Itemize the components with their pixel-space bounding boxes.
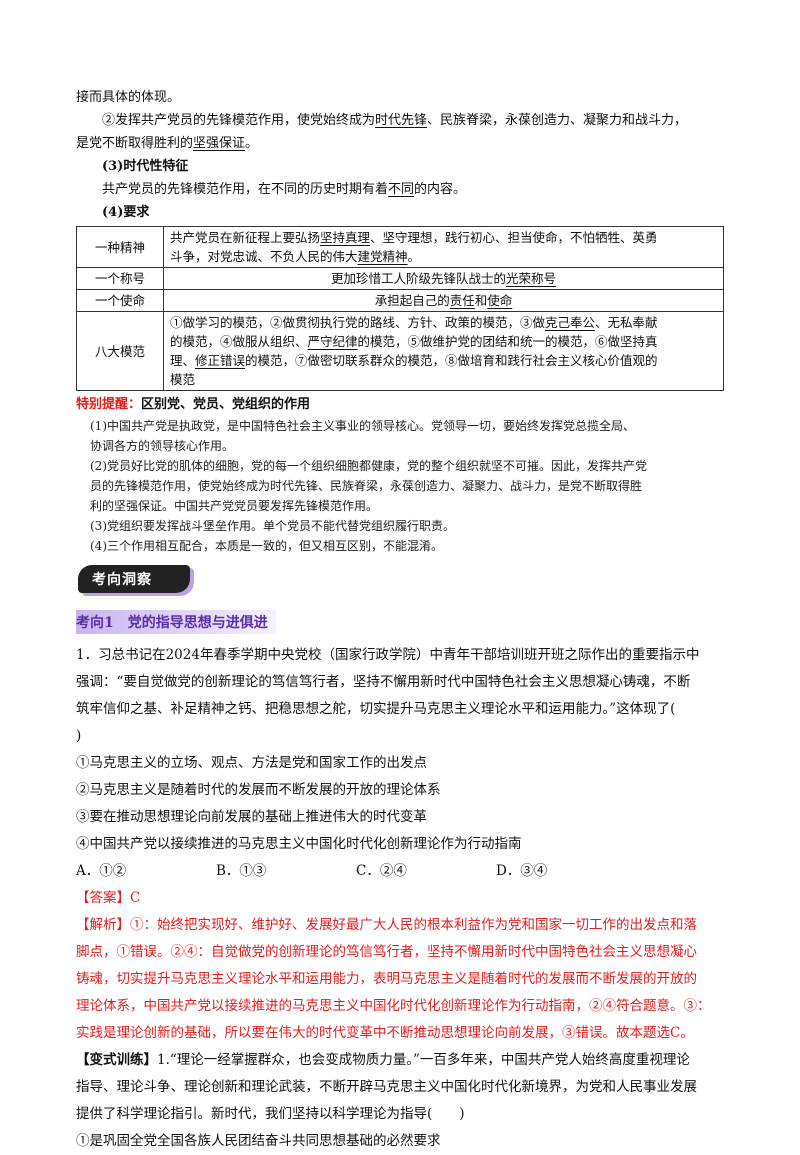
section-badge: 考向洞察	[78, 562, 198, 596]
option: ①是巩固全党全国各族人民团结奋斗共同思想基础的必然要求	[76, 1133, 441, 1149]
choice-a: A．①②	[76, 863, 127, 879]
row-value: ①做学习的模范，②做贯彻执行党的路线、方针、政策的模范，③做克己奉公、无私奉献 …	[163, 311, 724, 391]
underlined-term: 坚强保证	[193, 136, 246, 151]
underlined-term: 时代先锋	[375, 113, 428, 128]
tip-heading: 特别提醒：区别党、党员、党组织的作用	[76, 393, 724, 416]
tip-label: 特别提醒：	[76, 397, 142, 412]
row-value: 更加珍惜工人阶级先锋队战士的光荣称号	[163, 267, 724, 290]
row-key: 一个称号	[76, 267, 164, 290]
intro-paragraph-2-cont: 是党不断取得胜利的坚强保证。	[76, 136, 259, 151]
choices: A．①② B．①③ C．②④ D．③④	[76, 858, 724, 885]
row-value: 承担起自己的责任和使命	[163, 289, 724, 312]
document-page: 接而具体的体现。 ②发挥共产党员的先锋模范作用，使党始终成为时代先锋、民族脊梁，…	[76, 86, 724, 1155]
intro-line: 接而具体的体现。	[76, 90, 181, 105]
variant-label: 【变式训练】	[76, 1052, 157, 1068]
option: ③要在推动思想理论向前发展的基础上推进伟大的时代变革	[76, 809, 427, 825]
tip-title: 区别党、党员、党组织的作用	[141, 397, 311, 412]
question-variant: 【变式训练】1.“理论一经掌握群众，也会变成物质力量。”一百多年来，中国共产党人…	[76, 1047, 724, 1155]
table-row: 一个使命 承担起自己的责任和使命	[76, 289, 724, 312]
choice-c: C．②④	[356, 863, 407, 879]
table-row: 一个称号 更加珍惜工人阶级先锋队战士的光荣称号	[76, 267, 724, 290]
question-1: 1．习总书记在2024年春季学期中央党校（国家行政学院）中青年干部培训班开班之际…	[76, 642, 724, 1047]
table-row: 八大模范 ①做学习的模范，②做贯彻执行党的路线、方针、政策的模范，③做克己奉公、…	[76, 311, 724, 391]
option: ①马克思主义的立场、观点、方法是党和国家工作的出发点	[76, 755, 427, 771]
option: ④中国共产党以接续推进的马克思主义中国化时代化创新理论作为行动指南	[76, 836, 522, 852]
row-key: 一种精神	[76, 226, 164, 268]
choice-d: D．③④	[496, 863, 548, 879]
row-value: 共产党员在新征程上要弘扬坚持真理、坚守理想，践行初心、担当使命，不怕牺牲、英勇 …	[163, 226, 724, 268]
heading-3: (3)时代性特征	[102, 159, 189, 174]
row-key: 八大模范	[76, 311, 164, 391]
heading-4: (4)要求	[102, 205, 150, 220]
intro-paragraph-2: ②发挥共产党员的先锋模范作用，使党始终成为时代先锋、民族脊梁，永葆创造力、凝聚力…	[102, 113, 688, 128]
underlined-term: 不同	[388, 182, 415, 197]
section-title: 考向1 党的指导思想与进俱进	[76, 610, 276, 634]
paragraph-3: 共产党员的先锋模范作用，在不同的历史时期有着不同的内容。	[102, 182, 467, 197]
tip-body: (1)中国共产党是执政党，是中国特色社会主义事业的领导核心。党领导一切，要始终发…	[90, 419, 648, 553]
requirements-table: 一种精神 共产党员在新征程上要弘扬坚持真理、坚守理想，践行初心、担当使命，不怕牺…	[76, 226, 724, 391]
choice-b: B．①③	[216, 863, 267, 879]
badge-label: 考向洞察	[92, 572, 152, 588]
row-key: 一个使命	[76, 289, 164, 312]
option: ②马克思主义是随着时代的发展而不断发展的开放的理论体系	[76, 782, 441, 798]
table-row: 一种精神 共产党员在新征程上要弘扬坚持真理、坚守理想，践行初心、担当使命，不怕牺…	[76, 226, 724, 268]
explanation: 【解析】①：始终把实现好、维护好、发展好最广大人民的根本利益作为党和国家一切工作…	[76, 917, 711, 1041]
answer: 【答案】C	[76, 890, 141, 906]
